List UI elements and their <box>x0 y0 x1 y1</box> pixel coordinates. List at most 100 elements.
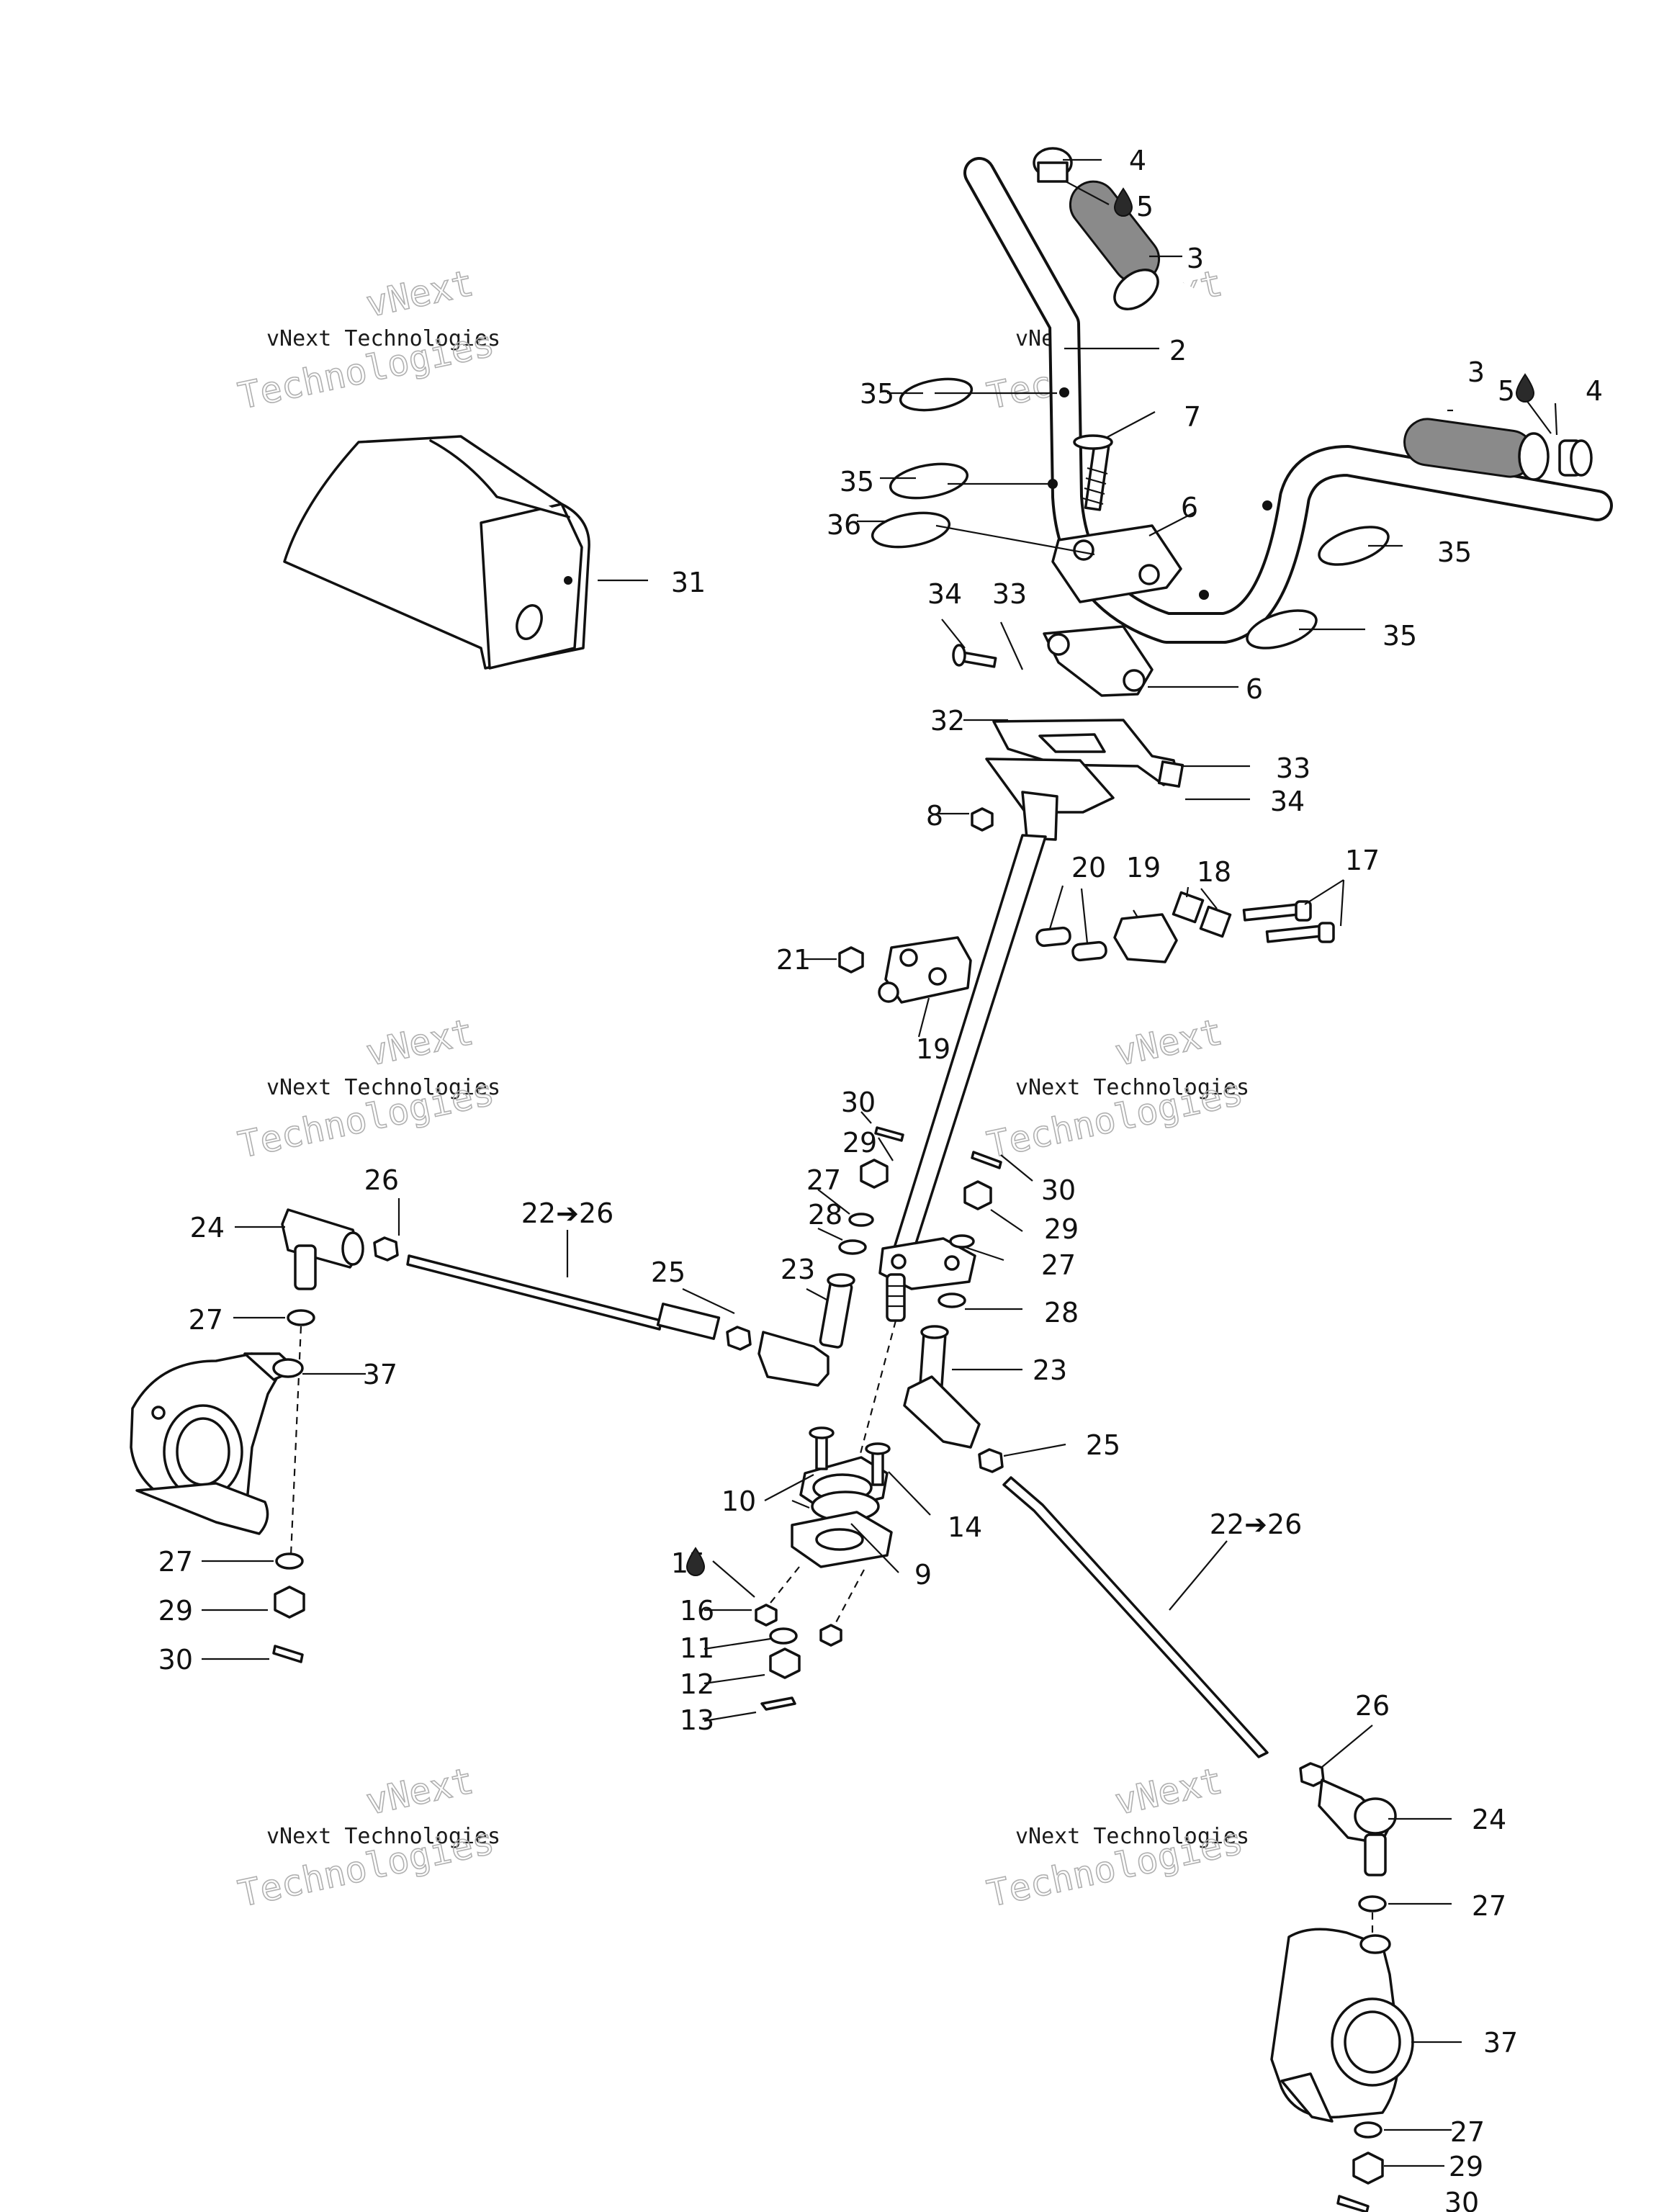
bar-end-right <box>1558 439 1593 477</box>
tie-rod-end-center <box>903 1325 1004 1473</box>
callout-c-27c: 27 <box>189 1304 223 1336</box>
callout-c-19b: 19 <box>916 1033 950 1065</box>
watermark-line2: vNext Technologies <box>1015 1824 1249 1849</box>
tie-rod-end-right <box>1318 1779 1397 1876</box>
watermark-line2: vNext Technologies <box>1015 1075 1249 1100</box>
callout-c-30b: 30 <box>1041 1174 1076 1206</box>
washers-square <box>1172 891 1232 938</box>
watermark-line1: vNext <box>1111 1011 1226 1074</box>
callout-c-27e: 27 <box>1472 1890 1506 1922</box>
callout-c-5a: 5 <box>1136 191 1154 222</box>
watermark-line2: vNext Technologies <box>266 1075 500 1100</box>
callout-c-25b: 25 <box>1086 1429 1120 1461</box>
callout-c-35d: 35 <box>1382 620 1417 652</box>
callout-c-29d: 29 <box>1449 2151 1483 2182</box>
small-screw <box>952 644 997 668</box>
callout-c-35b: 35 <box>840 466 874 498</box>
callout-c-31: 31 <box>671 567 706 598</box>
watermark-line2: vNext Technologies <box>266 326 500 351</box>
headlamp-housing <box>283 435 590 670</box>
spacer-tubes <box>1035 926 1107 962</box>
callout-c-34a: 34 <box>927 578 962 610</box>
callout-c-9: 9 <box>914 1559 932 1591</box>
steering-knuckle-right <box>1270 1928 1414 2123</box>
callout-c-13: 13 <box>680 1704 714 1736</box>
callout-c-26a: 26 <box>364 1164 399 1196</box>
handlebar-clamp-upper <box>1051 524 1182 603</box>
callout-c-33b: 33 <box>1276 752 1310 784</box>
callout-c-27d: 27 <box>158 1546 193 1578</box>
callout-c-5b: 5 <box>1498 375 1515 407</box>
watermark-line2: vNext Technologies <box>266 1824 500 1849</box>
callout-c-24a: 24 <box>190 1212 225 1244</box>
castle-nuts-center <box>838 1126 1002 1308</box>
callout-c-11: 11 <box>680 1632 714 1664</box>
callout-c-32: 32 <box>930 705 965 737</box>
steering-knuckle-left <box>130 1352 304 1535</box>
washer-stack-left <box>272 1309 315 1663</box>
callout-c-29a: 29 <box>842 1127 877 1159</box>
callout-c-21: 21 <box>776 944 811 976</box>
callout-c-25a: 25 <box>651 1256 685 1288</box>
nut-support <box>838 946 864 974</box>
callout-c-17: 17 <box>1345 845 1380 876</box>
callout-c-4a: 4 <box>1129 145 1146 176</box>
callout-c-14: 14 <box>948 1511 982 1543</box>
callout-c-26b: 26 <box>1355 1690 1390 1722</box>
callout-c-30c: 30 <box>158 1644 193 1676</box>
callout-c-3b: 3 <box>1467 356 1485 388</box>
callout-c-30d: 30 <box>1444 2187 1479 2212</box>
callout-c-23b: 23 <box>1033 1354 1067 1386</box>
cable-tie-group <box>871 377 1390 649</box>
callout-c-29b: 29 <box>1044 1213 1079 1245</box>
callout-c-16: 16 <box>680 1595 714 1627</box>
callout-c-27a: 27 <box>806 1164 841 1196</box>
callout-c-20: 20 <box>1071 852 1106 884</box>
cotter-pin-bottom <box>1336 2195 1370 2212</box>
callout-c-34b: 34 <box>1270 786 1305 817</box>
column-shaft-spline <box>851 1273 906 1484</box>
callout-c-27b: 27 <box>1041 1249 1076 1281</box>
callout-c-7: 7 <box>1184 401 1201 433</box>
bearing-housing <box>791 1456 893 1568</box>
callout-c-12: 12 <box>680 1668 714 1700</box>
callout-c-19a: 19 <box>1126 852 1161 884</box>
callout-c-35c: 35 <box>1437 536 1472 568</box>
handgrip-right <box>1403 418 1550 481</box>
callout-c-30a: 30 <box>841 1087 876 1118</box>
leader-lines <box>202 158 1558 2167</box>
callout-c-6a: 6 <box>1181 492 1198 523</box>
watermark-line1: vNext <box>362 1760 477 1823</box>
callout-c-18: 18 <box>1197 856 1231 888</box>
callout-c-28b: 28 <box>1044 1297 1079 1328</box>
tie-rod-right <box>1002 1476 1325 1787</box>
column-support-block <box>878 936 972 1004</box>
handgrip-left <box>1069 180 1161 310</box>
callout-c-24b: 24 <box>1472 1804 1506 1835</box>
watermark-line1: vNext <box>362 1011 477 1074</box>
clamp-bolt <box>1073 434 1113 511</box>
callout-c-37a: 37 <box>363 1359 397 1390</box>
callout-c-8: 8 <box>926 800 943 832</box>
steering-column-top <box>985 757 1115 841</box>
tie-rod-left <box>406 1254 855 1387</box>
callout-c-3a: 3 <box>1187 243 1204 274</box>
watermark-line1: vNext <box>362 262 477 325</box>
tie-rod-end-left <box>281 1208 399 1290</box>
callout-c-6b: 6 <box>1246 673 1263 705</box>
lower-nuts-washers <box>755 1566 865 1711</box>
washer-stack-right <box>1352 1895 1387 2185</box>
bolts-support <box>1242 900 1335 943</box>
callout-c-4b: 4 <box>1586 375 1603 407</box>
callout-c-37b: 37 <box>1483 2027 1518 2059</box>
callout-c-33a: 33 <box>992 578 1027 610</box>
oil-drop-icon <box>685 187 1535 1576</box>
steering-bracket <box>992 719 1184 788</box>
callout-c-10: 10 <box>721 1485 756 1517</box>
handlebar-clamp-lower <box>1043 625 1154 697</box>
